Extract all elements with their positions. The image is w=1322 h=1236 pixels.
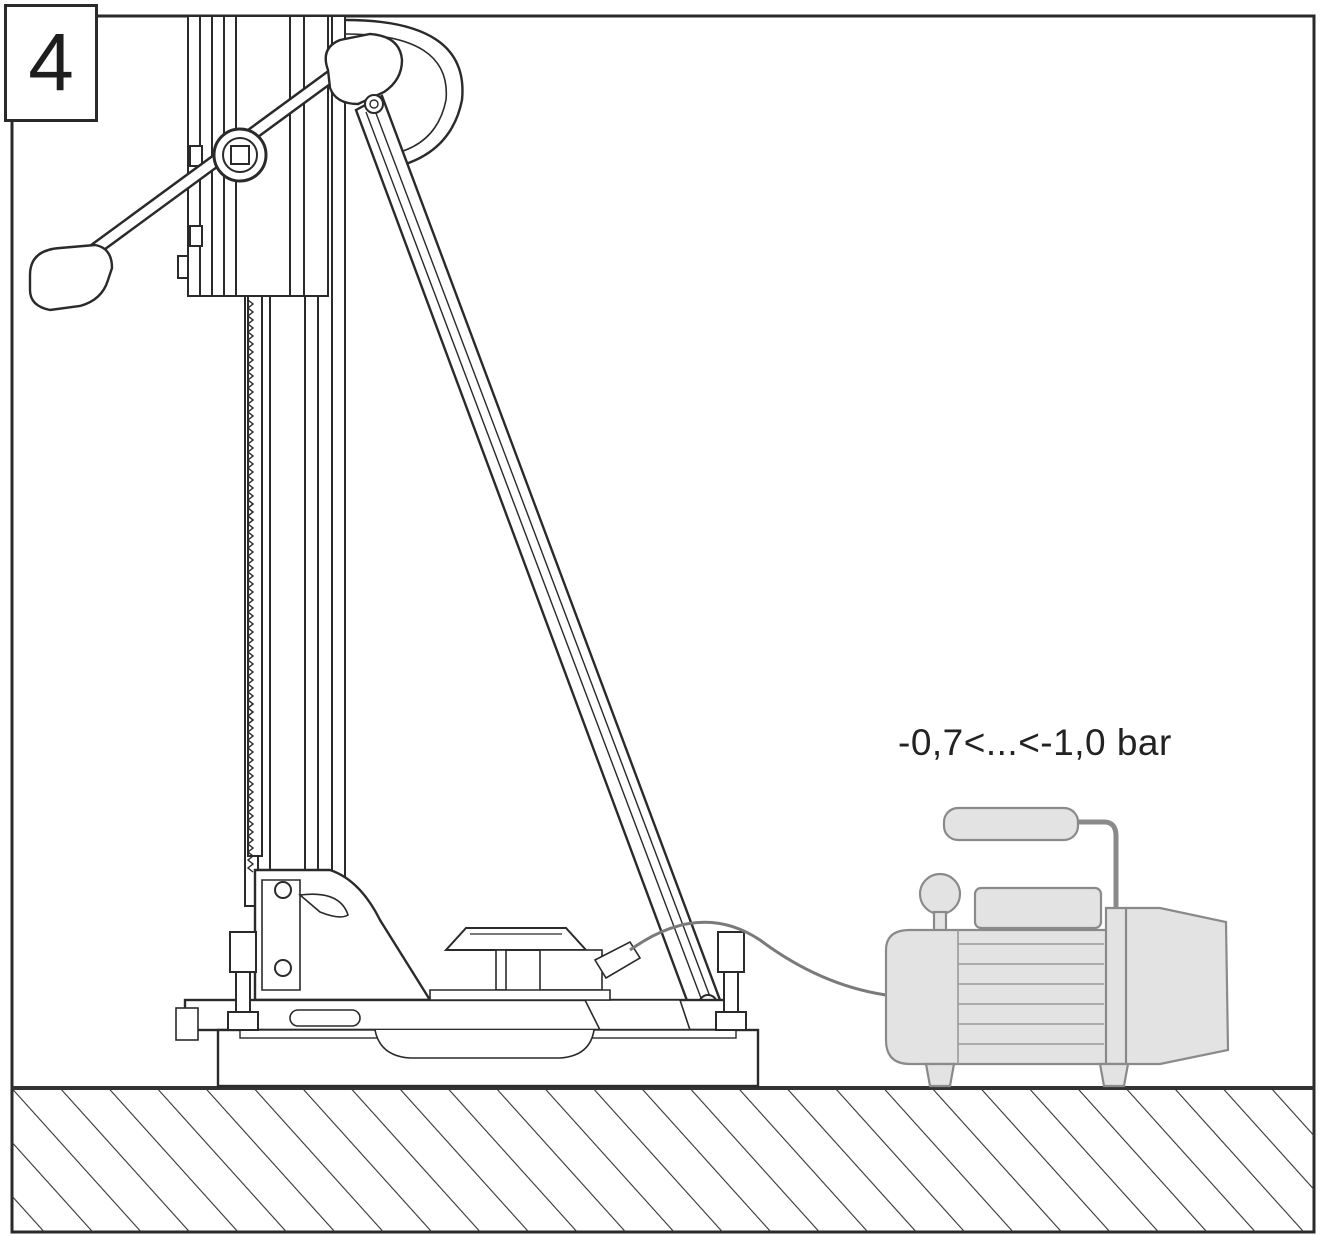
motor-fins [957,930,1104,1064]
leveling-screw-right [715,931,747,1031]
step-number: 4 [28,17,74,108]
pump-handle [942,806,1119,910]
base-plate [175,998,760,1088]
pump-foot-left [924,1062,956,1088]
pump-foot-right [1098,1062,1130,1088]
vacuum-pump [884,806,1230,1088]
vacuum-hose [629,920,887,997]
step-number-box [4,4,98,122]
column-foot [253,868,433,1002]
hatched-floor [12,1086,1314,1232]
feed-lever [28,32,404,312]
leveling-screw-left [227,931,259,1031]
drill-stand [28,15,760,1088]
support-brace [354,94,722,1016]
vacuum-pad-valve [429,927,642,1001]
vacuum-pressure-label: -0,7<...<-1,0 bar [898,722,1172,763]
gear-rack [246,295,263,873]
hose-guard [344,18,464,172]
pump-gauge [918,872,962,916]
